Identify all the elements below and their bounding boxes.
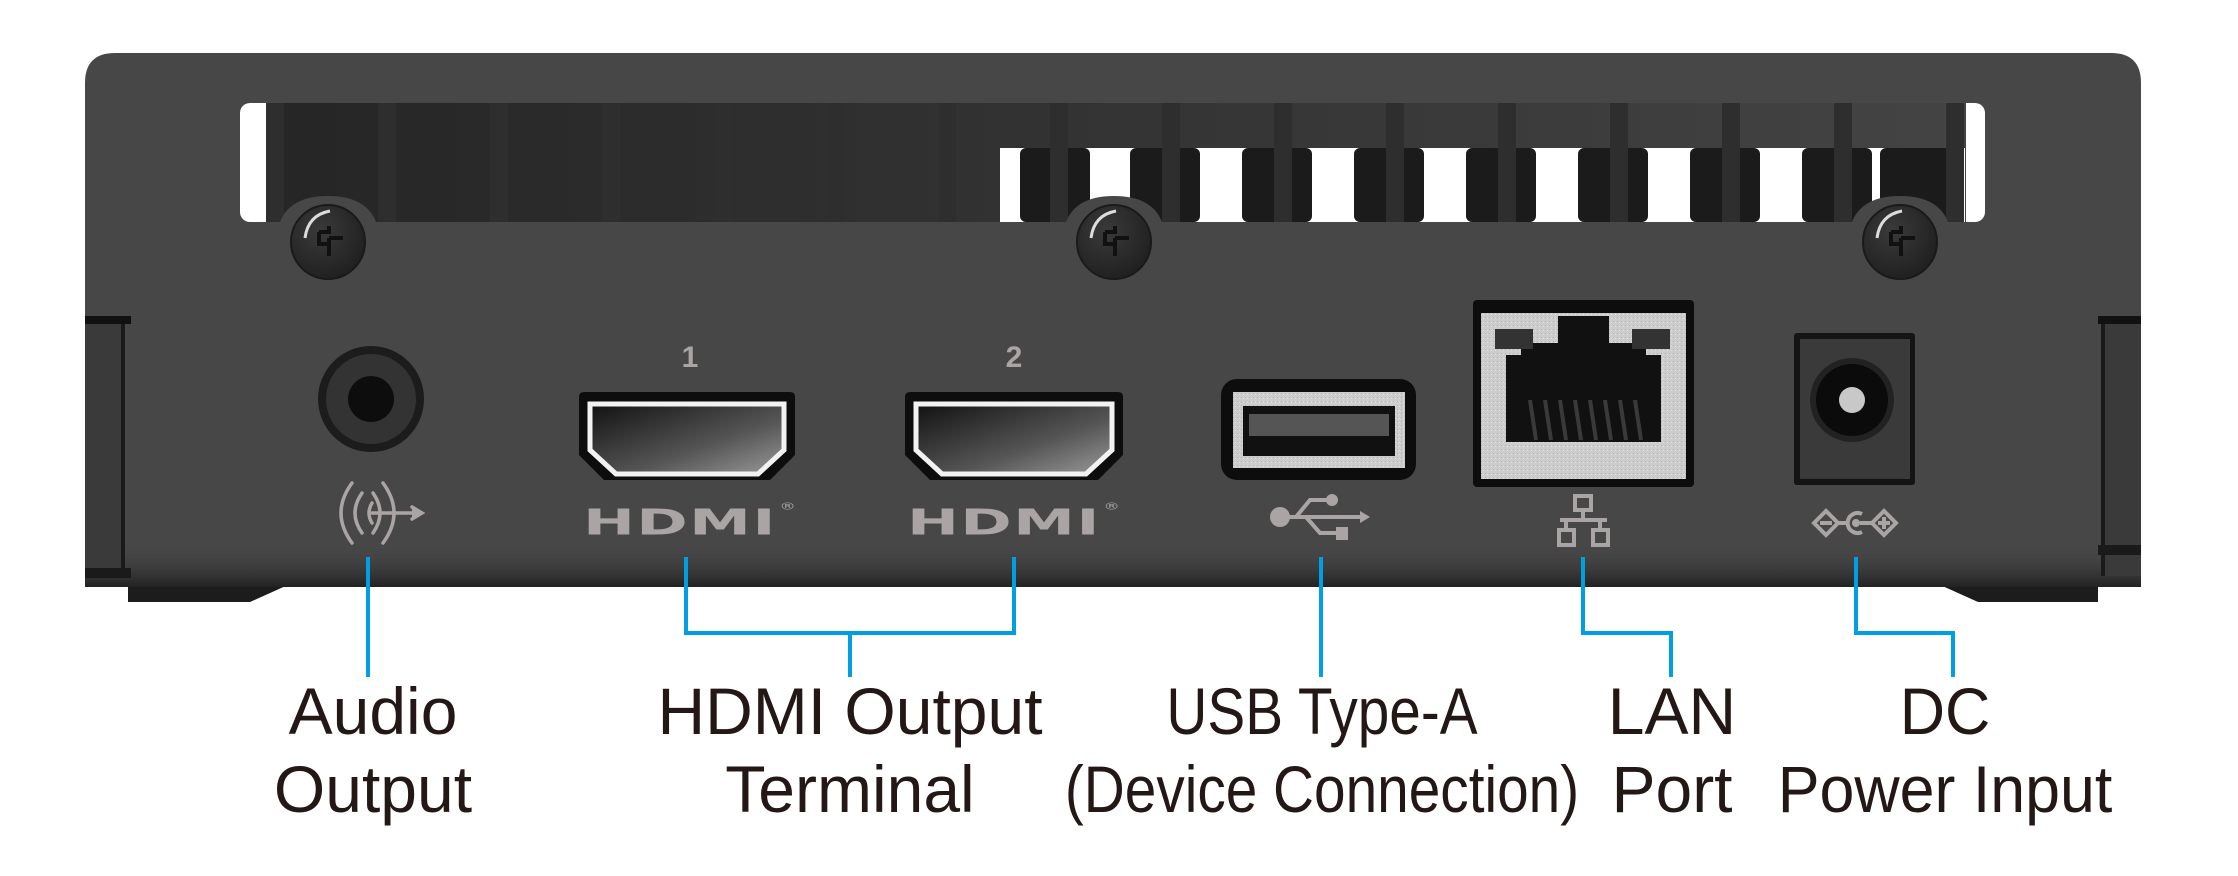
usb-icon (1270, 494, 1370, 540)
label-line-1: Audio (288, 674, 458, 748)
label-hdmi-output-terminal: HDMI Output Terminal (640, 672, 1060, 828)
hdmi-port-number-1: 1 (681, 341, 699, 374)
audio-output-port (318, 346, 424, 452)
hdmi-port-2 (905, 392, 1123, 480)
side-tabs (85, 316, 2141, 578)
network-icon (1557, 494, 1610, 547)
label-line-1: DC (1899, 674, 1991, 748)
phillips-screw-icon (290, 204, 366, 280)
hdmi-logo-icon: HDMI® (907, 501, 1121, 543)
label-line-2: Power Input (1777, 752, 2113, 826)
usb-type-a-port (1221, 379, 1416, 480)
label-line-1: HDMI Output (657, 674, 1043, 748)
hdmi-logo-text: HDMI (582, 500, 777, 544)
dc-callout-line (1854, 557, 1955, 677)
label-line-2: (Device Connection) (1064, 752, 1580, 826)
hdmi-port-number-2: 2 (1005, 341, 1023, 374)
vent-slats (266, 103, 1964, 222)
hdmi-logo-text: HDMI (906, 500, 1101, 544)
lan-port (1473, 300, 1694, 487)
label-dc-power-input: DC Power Input (1774, 672, 2116, 828)
lan-callout-line (1581, 557, 1673, 677)
registered-mark: ® (779, 500, 798, 512)
label-line-2: Terminal (725, 752, 975, 826)
label-usb-type-a: USB Type-A (Device Connection) (1064, 672, 1580, 828)
hdmi-port-1 (579, 392, 795, 480)
label-line-2: Port (1611, 752, 1733, 826)
registered-mark: ® (1103, 500, 1122, 512)
label-line-1: USB Type-A (1166, 674, 1478, 748)
phillips-screw-icon (1862, 204, 1938, 280)
dc-power-port (1794, 333, 1915, 485)
label-line-1: LAN (1607, 674, 1737, 748)
label-lan-port: LAN Port (1602, 672, 1742, 828)
label-line-2: Output (273, 752, 473, 826)
ventilation-grille (240, 103, 1985, 222)
phillips-screw-icon (1076, 204, 1152, 280)
dc-polarity-icon (1811, 508, 1899, 538)
audio-output-icon (339, 481, 426, 545)
hdmi-logo-icon: HDMI® (583, 501, 797, 543)
label-audio-output: Audio Output (268, 672, 478, 828)
callout-lines (366, 557, 1955, 677)
device-feet (128, 584, 2098, 602)
